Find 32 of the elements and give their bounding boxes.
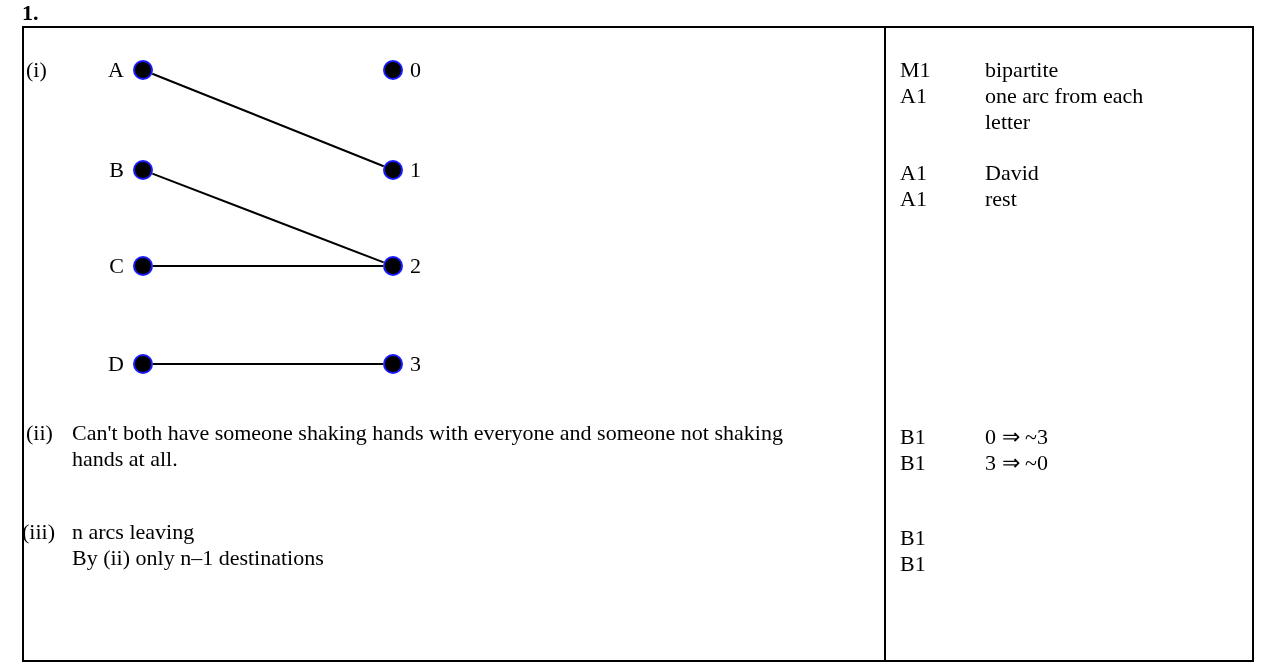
matching-line xyxy=(151,172,385,264)
mark-note: rest xyxy=(985,186,1017,212)
mark-note: 0 ⇒ ~3 xyxy=(985,424,1048,450)
vertex-label: 1 xyxy=(410,157,421,183)
vertex-label: 3 xyxy=(410,351,421,377)
mark-note: David xyxy=(985,160,1039,186)
answer-text: By (ii) only n–1 destinations xyxy=(72,545,324,571)
vertex-label: 0 xyxy=(410,57,421,83)
part-label: (i) xyxy=(26,57,47,83)
mark-code: B1 xyxy=(900,551,926,577)
matching-line xyxy=(151,72,385,168)
vertex-label: 2 xyxy=(410,253,421,279)
mark-code: B1 xyxy=(900,424,926,450)
question-number: 1. xyxy=(22,0,39,26)
mark-note: 3 ⇒ ~0 xyxy=(985,450,1048,476)
vertex-label: C xyxy=(109,253,124,279)
matching-line xyxy=(152,363,384,365)
mark-code: A1 xyxy=(900,83,927,109)
mark-code: B1 xyxy=(900,450,926,476)
vertex-label: B xyxy=(109,157,124,183)
mark-code: B1 xyxy=(900,525,926,551)
vertex-label: A xyxy=(108,57,124,83)
mark-note: one arc from each letter xyxy=(985,83,1145,135)
part-label: (ii) xyxy=(26,420,53,446)
mark-code: A1 xyxy=(900,186,927,212)
mark-code: M1 xyxy=(900,57,931,83)
vertex-label: D xyxy=(108,351,124,377)
matching-line xyxy=(152,265,384,267)
mark-code: A1 xyxy=(900,160,927,186)
answer-text: n arcs leaving xyxy=(72,519,195,545)
mark-note: bipartite xyxy=(985,57,1059,83)
answer-text: Can't both have someone shaking hands with everyone and someone not shaking hands at all. xyxy=(72,420,784,472)
